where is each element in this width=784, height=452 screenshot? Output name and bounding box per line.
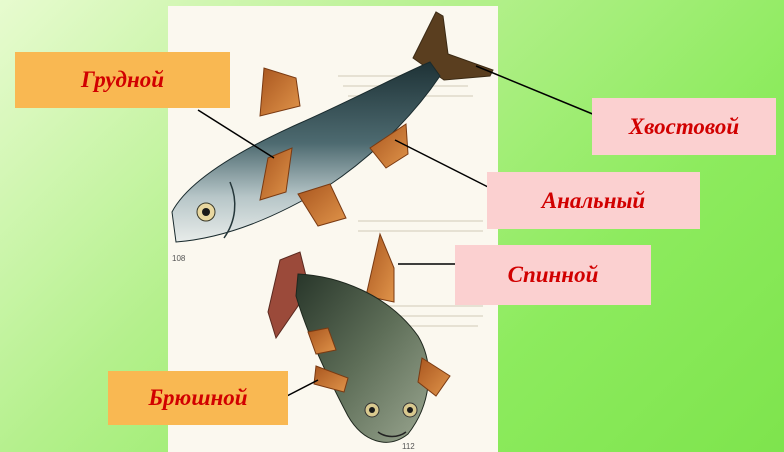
top-fish	[172, 12, 493, 242]
dorsal-fin-bottom	[366, 234, 394, 302]
label-pelvic: Брюшной	[108, 371, 288, 425]
label-pectoral: Грудной	[15, 52, 230, 108]
bottom-fish	[268, 234, 450, 442]
dorsal-fin-top	[260, 68, 300, 116]
plate-number-bottom: 112	[402, 442, 415, 451]
plate-number-top: 108	[172, 254, 185, 263]
label-caudal: Хвостовой	[592, 98, 776, 155]
label-anal: Анальный	[487, 172, 700, 229]
label-dorsal: Спинной	[455, 245, 651, 305]
